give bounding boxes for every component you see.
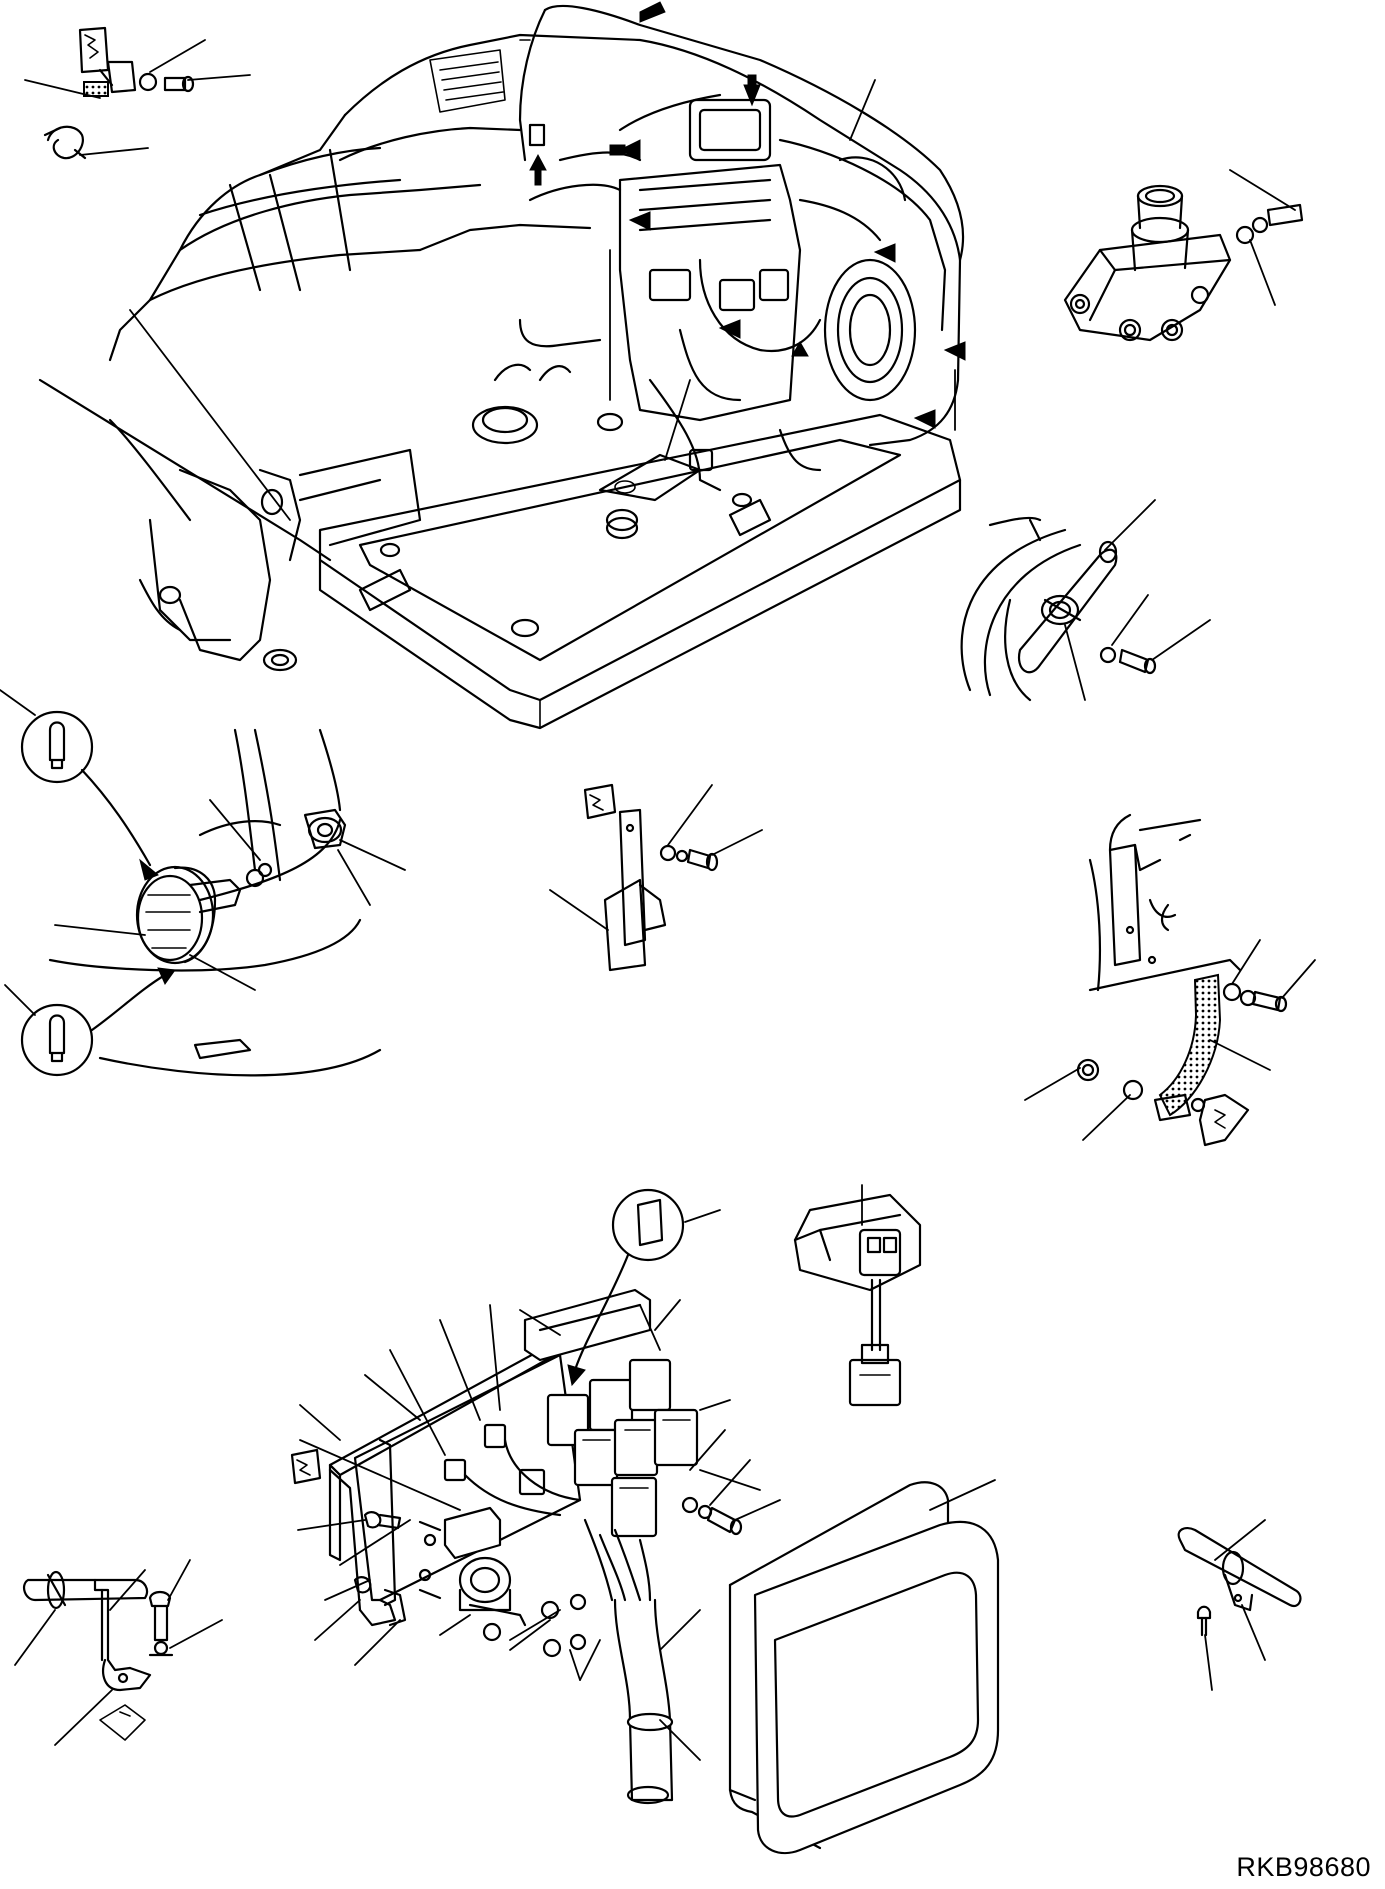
bracket-detail-top-left (24, 26, 251, 160)
pipe-bracket-detail (14, 1559, 223, 1746)
direction-arrows (529, 1, 966, 429)
control-valve-cluster (518, 4, 965, 492)
machine-frame-assembly (38, 1, 966, 730)
engine-grille (429, 49, 506, 113)
drawing-code-label: RKB98680 (1236, 1852, 1371, 1882)
relay-connector-detail (793, 1184, 922, 1407)
valve-switch-detail (1063, 169, 1304, 342)
pedal-bracket-detail (1024, 813, 1316, 1147)
pipe-clip-detail (1177, 1519, 1302, 1691)
fuse-relay-panel (290, 1188, 781, 1805)
hose-clamp-detail (960, 499, 1211, 702)
lamp-detail (0, 689, 406, 1077)
controller-box (728, 1479, 1000, 1855)
swing-bracket (38, 378, 422, 672)
floor-frame (318, 318, 962, 730)
mount-bracket-detail (549, 783, 763, 972)
